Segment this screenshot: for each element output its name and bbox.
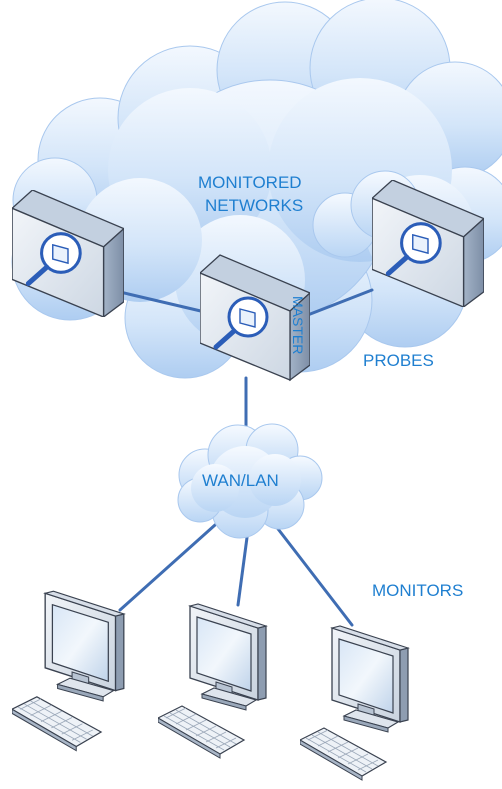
wan-lan-cloud [177, 423, 323, 539]
link-wan-monitor-middle [236, 528, 250, 607]
link-wan-monitor-right [273, 523, 354, 627]
link-probe-left-master [118, 290, 207, 314]
monitored-networks-label-line1: MONITORED [198, 173, 302, 192]
probes-label: PROBES [363, 351, 434, 370]
monitored-networks-label-line2: NETWORKS [205, 196, 304, 215]
monitors-label: MONITORS [372, 581, 464, 600]
link-wan-monitor-left [118, 523, 217, 612]
monitor-middle-computer-icon [158, 603, 267, 759]
network-links [118, 288, 374, 627]
monitor-left-computer-icon [12, 590, 125, 752]
link-master-probe-right [298, 288, 374, 320]
master-label: MASTER [290, 296, 306, 355]
wan-lan-label: WAN/LAN [202, 471, 279, 490]
monitor-right-computer-icon [300, 625, 409, 781]
